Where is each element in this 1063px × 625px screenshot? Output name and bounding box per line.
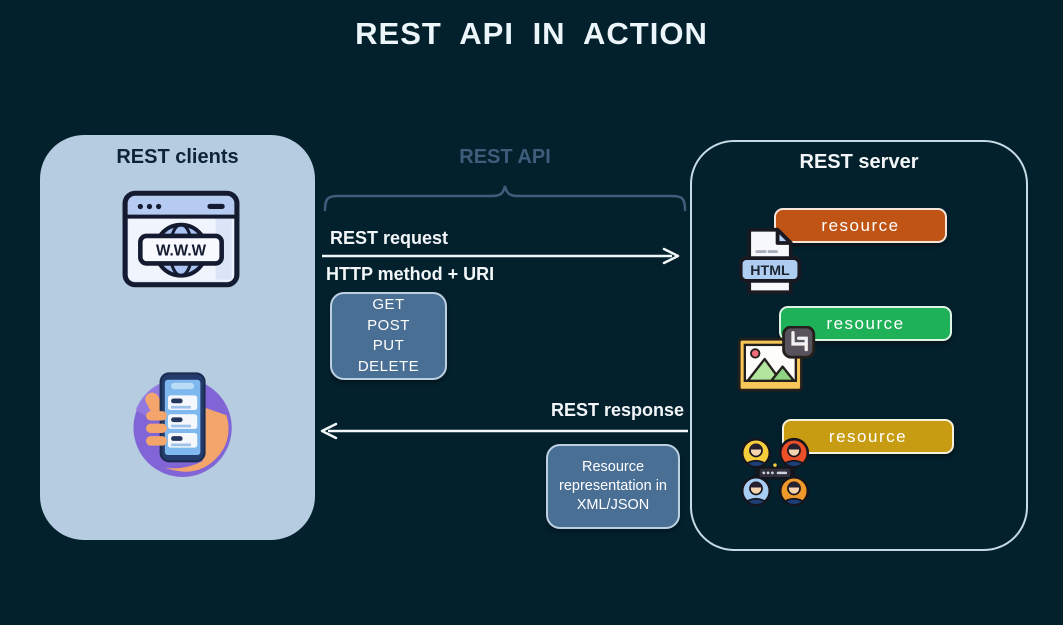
www-browser-icon: W.W.W bbox=[122, 190, 240, 288]
response-arrow-icon bbox=[320, 422, 688, 440]
clients-panel: REST clients W.W.W bbox=[40, 135, 315, 540]
request-arrow-icon bbox=[322, 247, 680, 265]
clients-panel-title: REST clients bbox=[116, 146, 239, 168]
avatar-yellow bbox=[740, 437, 772, 469]
api-zone-label: REST API bbox=[459, 146, 551, 168]
brace-icon bbox=[323, 185, 687, 212]
avatar-blue bbox=[740, 475, 772, 507]
html-text: HTML bbox=[750, 263, 790, 279]
http-methods-box: GET POST PUT DELETE bbox=[330, 292, 447, 380]
method-put: PUT bbox=[372, 337, 405, 354]
server-panel-title: REST server bbox=[799, 151, 919, 173]
phone-in-hand-icon bbox=[133, 372, 232, 477]
html-file-icon: HTML bbox=[738, 227, 802, 295]
http-method-label: HTTP method + URI bbox=[326, 264, 495, 284]
server-panel: REST server resource resource resource H… bbox=[690, 140, 1028, 551]
response-representation-box: Resource representation in XML/JSON bbox=[546, 444, 680, 529]
www-text: W.W.W bbox=[156, 242, 207, 259]
users-network-icon bbox=[740, 437, 810, 507]
avatar-red bbox=[778, 437, 810, 469]
resource-badge-users: resource bbox=[782, 419, 954, 454]
resource-badge-html: resource bbox=[774, 208, 947, 243]
image-icon bbox=[737, 326, 816, 392]
response-label: REST response bbox=[550, 400, 684, 420]
page-title: REST API IN ACTION bbox=[355, 16, 708, 51]
method-delete: DELETE bbox=[357, 357, 420, 375]
avatar-orange bbox=[778, 475, 810, 507]
server-node-icon bbox=[757, 466, 793, 480]
phone-list-items bbox=[167, 395, 198, 448]
request-label: REST request bbox=[330, 228, 449, 248]
method-post: POST bbox=[367, 316, 410, 334]
method-get: GET bbox=[372, 296, 405, 313]
crop-icon bbox=[791, 330, 808, 352]
